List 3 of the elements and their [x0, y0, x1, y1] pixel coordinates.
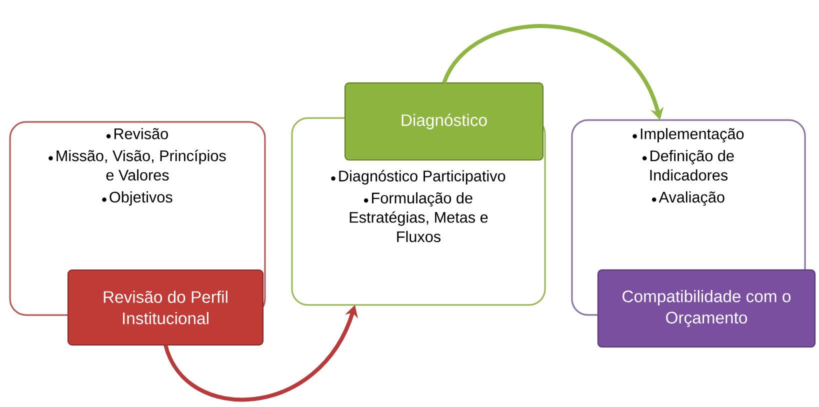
- heading-box: Diagnóstico: [344, 82, 544, 161]
- heading-box: Compatibilidade com o Orçamento: [597, 269, 816, 348]
- heading-box: Revisão do Perfil Institucional: [68, 270, 264, 346]
